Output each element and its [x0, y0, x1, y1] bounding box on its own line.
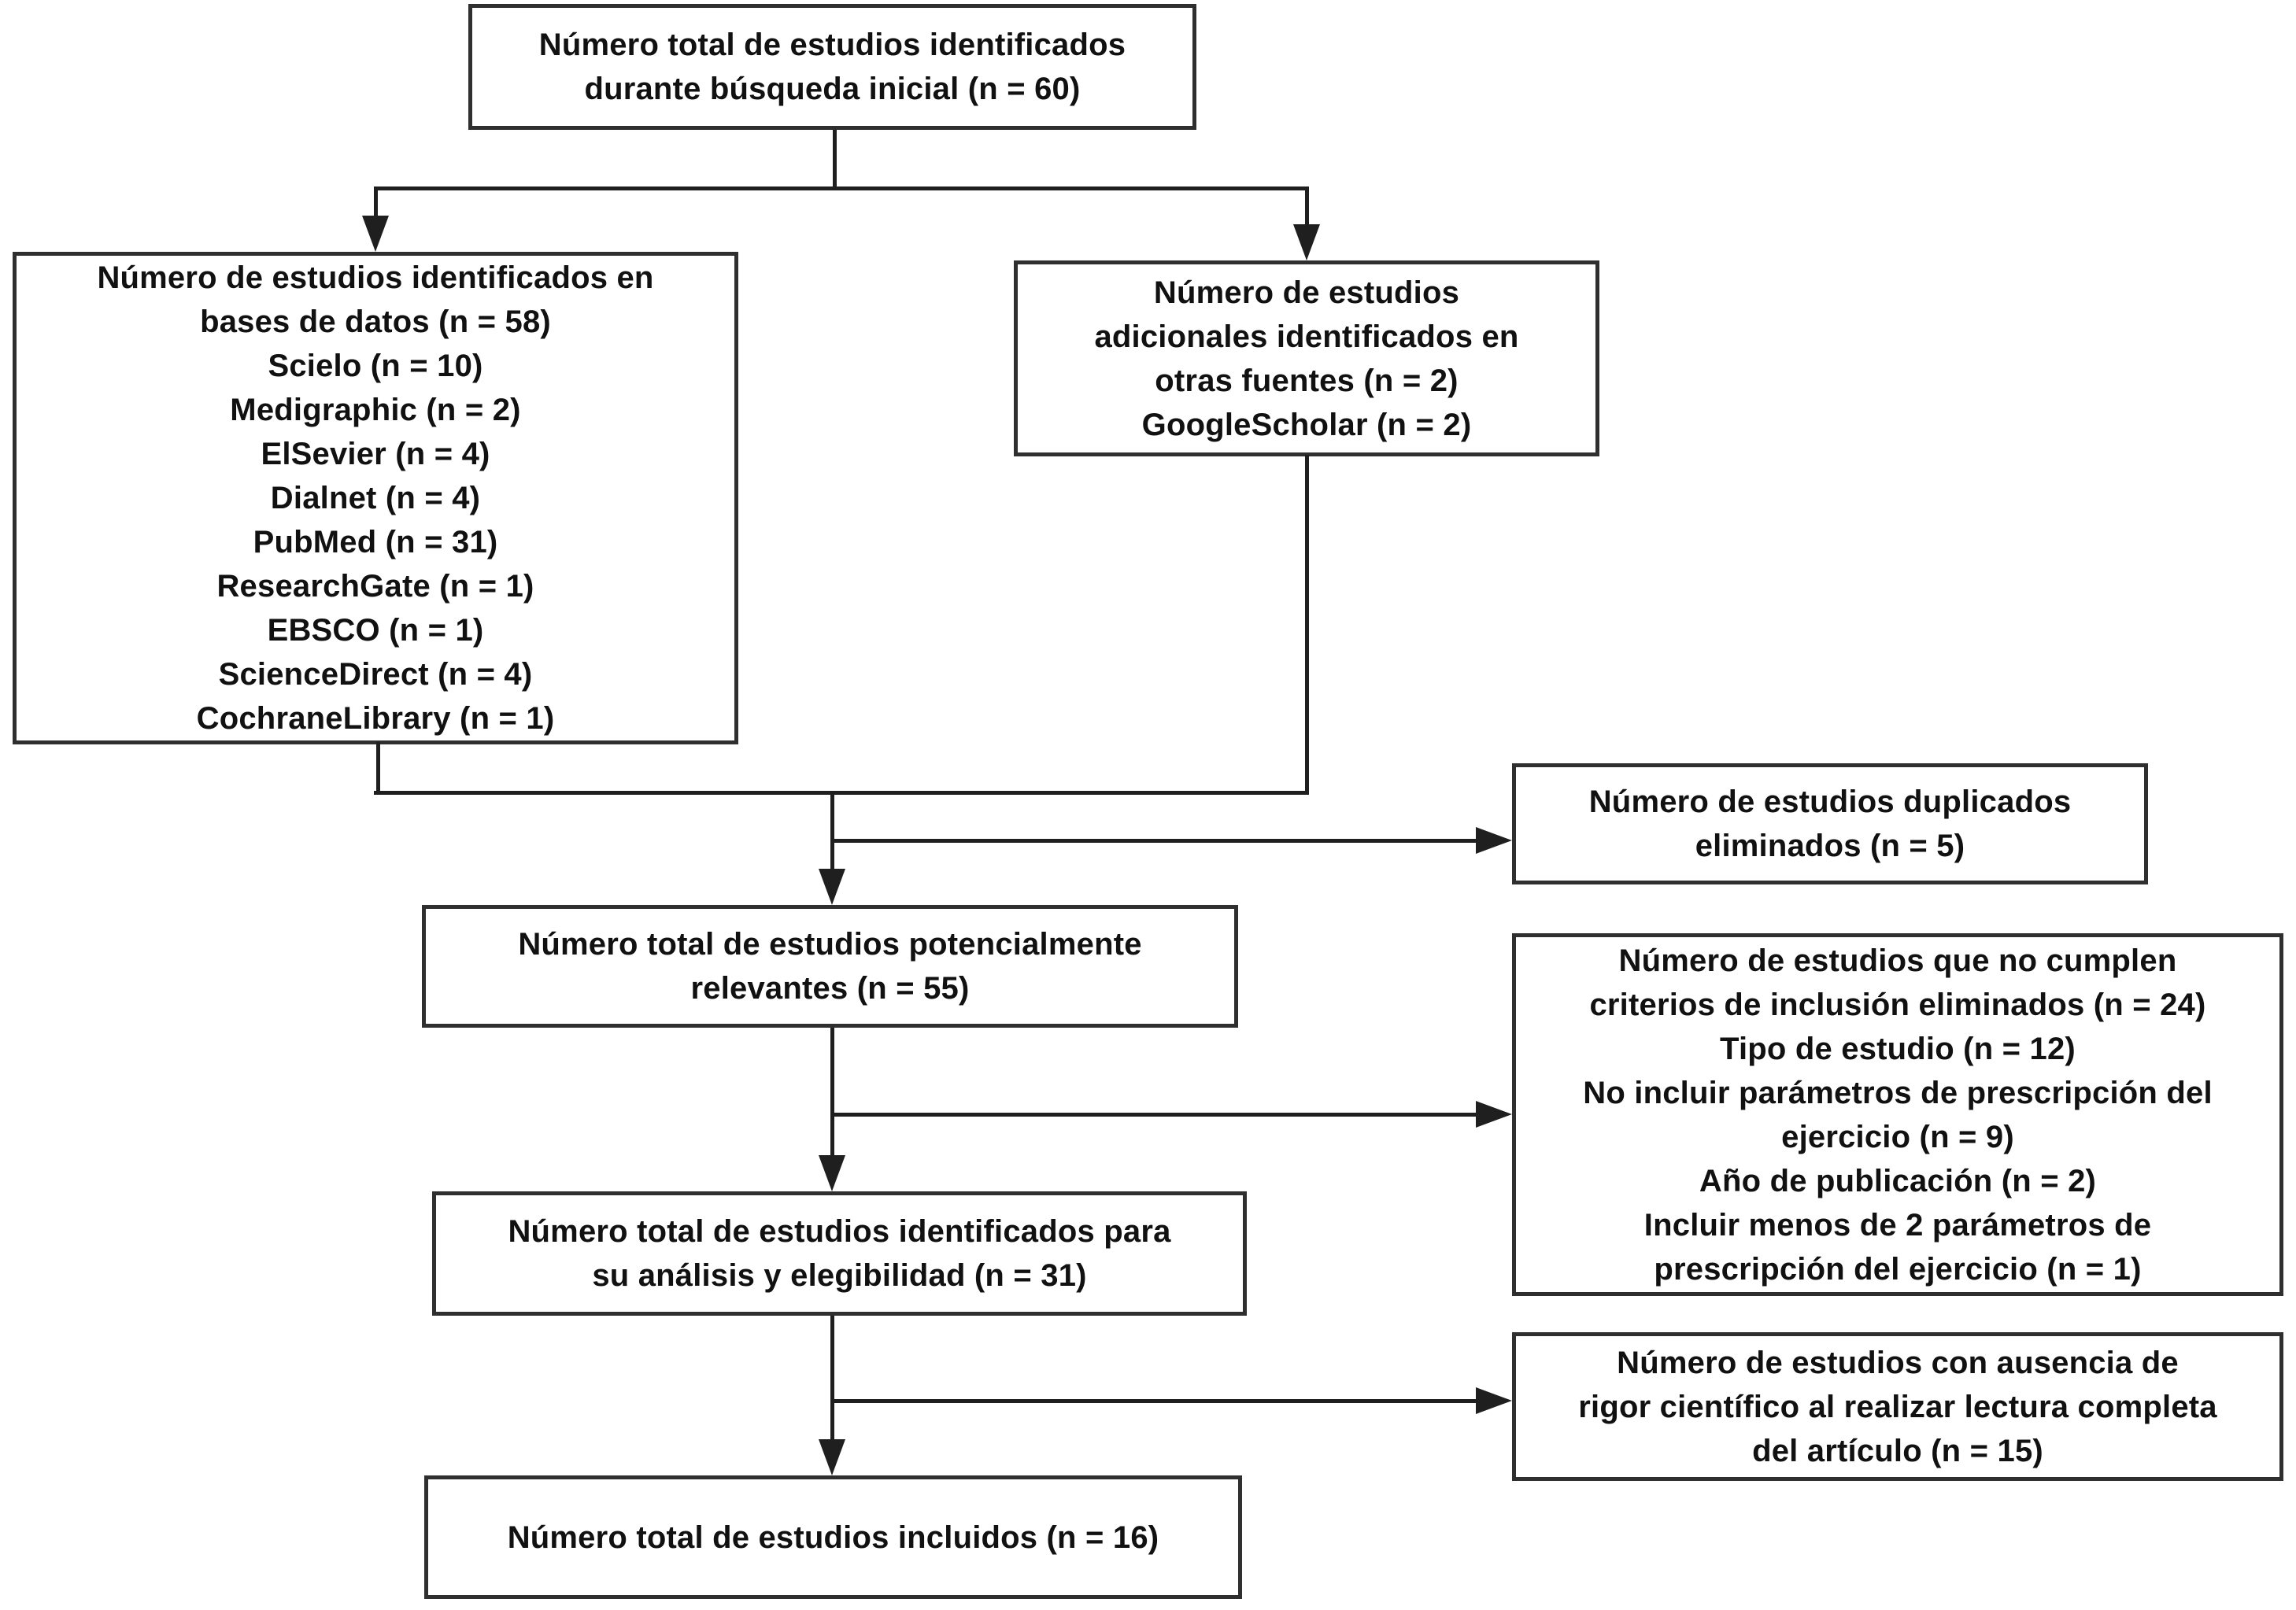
- box-included: Número total de estudios incluidos (n = …: [424, 1475, 1242, 1599]
- connector-to-other-sources: [1305, 186, 1309, 230]
- arrowhead-into-databases-icon: [362, 216, 389, 252]
- connector-top-split: [374, 186, 1309, 190]
- arrowhead-into-relevant-icon: [819, 869, 845, 905]
- arrowhead-into-included-icon: [819, 1439, 845, 1475]
- connector-branch-duplicates: [830, 839, 1477, 843]
- connector-to-relevant: [830, 791, 834, 873]
- box-total-initial: Número total de estudios identificados d…: [468, 4, 1196, 130]
- arrowhead-into-other-sources-icon: [1293, 224, 1320, 260]
- box-total-initial-text: Número total de estudios identificados d…: [538, 28, 1126, 106]
- box-databases-source-list: Scielo (n = 10) Medigraphic (n = 2) ElSe…: [196, 349, 555, 736]
- box-duplicates-removed: Número de estudios duplicados eliminados…: [1512, 763, 2148, 884]
- box-potentially-relevant-text: Número total de estudios potencialmente …: [518, 927, 1142, 1006]
- box-potentially-relevant: Número total de estudios potencialmente …: [422, 905, 1238, 1028]
- box-no-scientific-rigor-text: Número de estudios con ausencia de rigor…: [1578, 1345, 2217, 1468]
- arrowhead-into-no-rigor-icon: [1476, 1387, 1512, 1414]
- connector-merge-line: [374, 791, 1309, 795]
- connector-databases-down: [376, 742, 380, 795]
- box-exclusion-criteria: Número de estudios que no cumplen criter…: [1512, 933, 2283, 1296]
- connector-branch-no-rigor: [830, 1399, 1477, 1403]
- connector-other-sources-down: [1305, 455, 1309, 795]
- arrowhead-into-duplicates-icon: [1476, 827, 1512, 854]
- box-exclusion-criteria-text: Número de estudios que no cumplen criter…: [1583, 943, 2213, 1287]
- connector-to-eligibility: [830, 1028, 834, 1160]
- box-eligibility: Número total de estudios identificados p…: [432, 1191, 1247, 1316]
- connector-branch-exclusion: [830, 1113, 1477, 1117]
- box-databases-heading: Número de estudios identificados en base…: [97, 260, 654, 339]
- connector-top-stem: [833, 130, 837, 189]
- connector-to-databases: [374, 186, 378, 222]
- arrowhead-into-eligibility-icon: [819, 1155, 845, 1191]
- box-databases: Número de estudios identificados en base…: [13, 252, 738, 744]
- box-duplicates-removed-text: Número de estudios duplicados eliminados…: [1588, 785, 2072, 863]
- arrowhead-into-exclusion-icon: [1476, 1101, 1512, 1128]
- box-no-scientific-rigor: Número de estudios con ausencia de rigor…: [1512, 1332, 2283, 1481]
- connector-to-included: [830, 1316, 834, 1442]
- box-other-sources-text: Número de estudios adicionales identific…: [1094, 275, 1519, 442]
- box-included-text: Número total de estudios incluidos (n = …: [507, 1520, 1159, 1555]
- box-eligibility-text: Número total de estudios identificados p…: [508, 1214, 1171, 1293]
- box-other-sources: Número de estudios adicionales identific…: [1014, 260, 1599, 456]
